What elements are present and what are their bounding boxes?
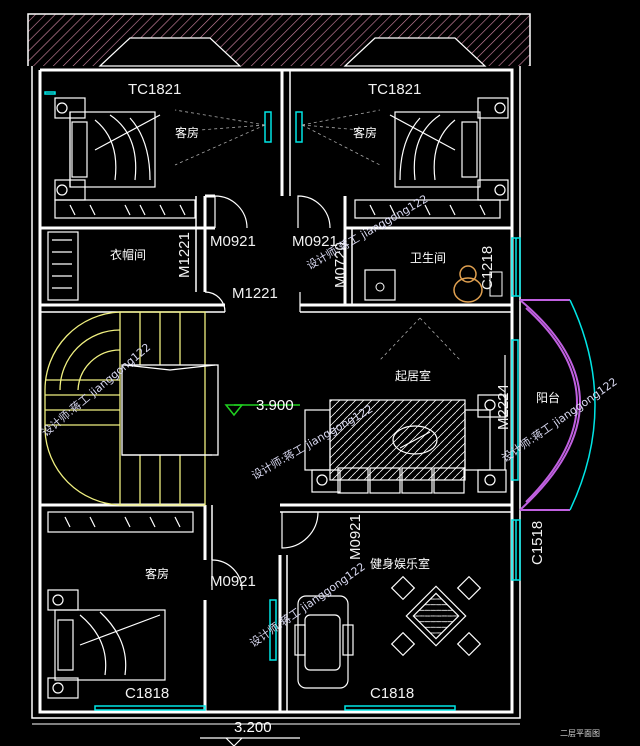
- room-label-bathroom: 卫生间: [410, 251, 447, 265]
- room-label-balcony: 阳台: [536, 391, 561, 405]
- door-label-m1221-vertical: M1221: [176, 232, 193, 278]
- window-label-tc1821-left: TC1821: [128, 81, 182, 98]
- windows: [44, 91, 521, 711]
- bathroom-fixtures: [364, 265, 503, 303]
- door-label-m0921-a: M0921: [210, 233, 256, 250]
- window-label-c1818-left: C1818: [125, 685, 170, 702]
- window-label-tc1821-right: TC1821: [368, 81, 422, 98]
- room-light-rays: [174, 109, 461, 361]
- bed-bottom-left: [47, 511, 194, 699]
- balcony-arc: [519, 299, 581, 511]
- door-label-m0921-b: M0921: [292, 233, 338, 250]
- elevation-marker-3200: [200, 737, 300, 746]
- roof-eave: [27, 13, 531, 67]
- drawing-title: 二层平面图: [560, 729, 600, 738]
- window-label-c1518: C1518: [529, 520, 546, 565]
- room-label-guest-room-left: 客房: [175, 126, 200, 140]
- room-label-guest-room-right: 客房: [353, 126, 378, 140]
- door-label-m2224: M2224: [495, 384, 512, 430]
- room-label-fitness-room: 健身娱乐室: [370, 557, 431, 571]
- room-label-guest-room-bottom: 客房: [145, 567, 170, 581]
- bed-top-right: [354, 97, 509, 219]
- door-label-m0921-c: M0921: [347, 514, 364, 560]
- cloakroom-shelf: [47, 231, 79, 301]
- fitness-equipment: [294, 595, 354, 689]
- balcony-window: [569, 299, 596, 511]
- elevation-label-3200: 3.200: [234, 719, 272, 736]
- room-label-cloakroom: 衣帽间: [110, 248, 147, 262]
- living-room-furniture: [304, 394, 507, 494]
- window-label-c1818-right: C1818: [370, 685, 415, 702]
- room-label-living-room: 起居室: [395, 369, 432, 383]
- staircase: [44, 311, 219, 506]
- exterior-walls: [31, 66, 521, 725]
- elevation-label-3900: 3.900: [256, 397, 294, 414]
- doors: [204, 195, 506, 591]
- elevation-marker-3900: [224, 404, 300, 417]
- game-table: [390, 575, 482, 657]
- door-label-m1221-horizontal: M1221: [232, 285, 278, 302]
- bed-top-left: [54, 97, 196, 219]
- door-label-m0921-d: M0921: [210, 573, 256, 590]
- window-label-c1218: C1218: [479, 245, 496, 290]
